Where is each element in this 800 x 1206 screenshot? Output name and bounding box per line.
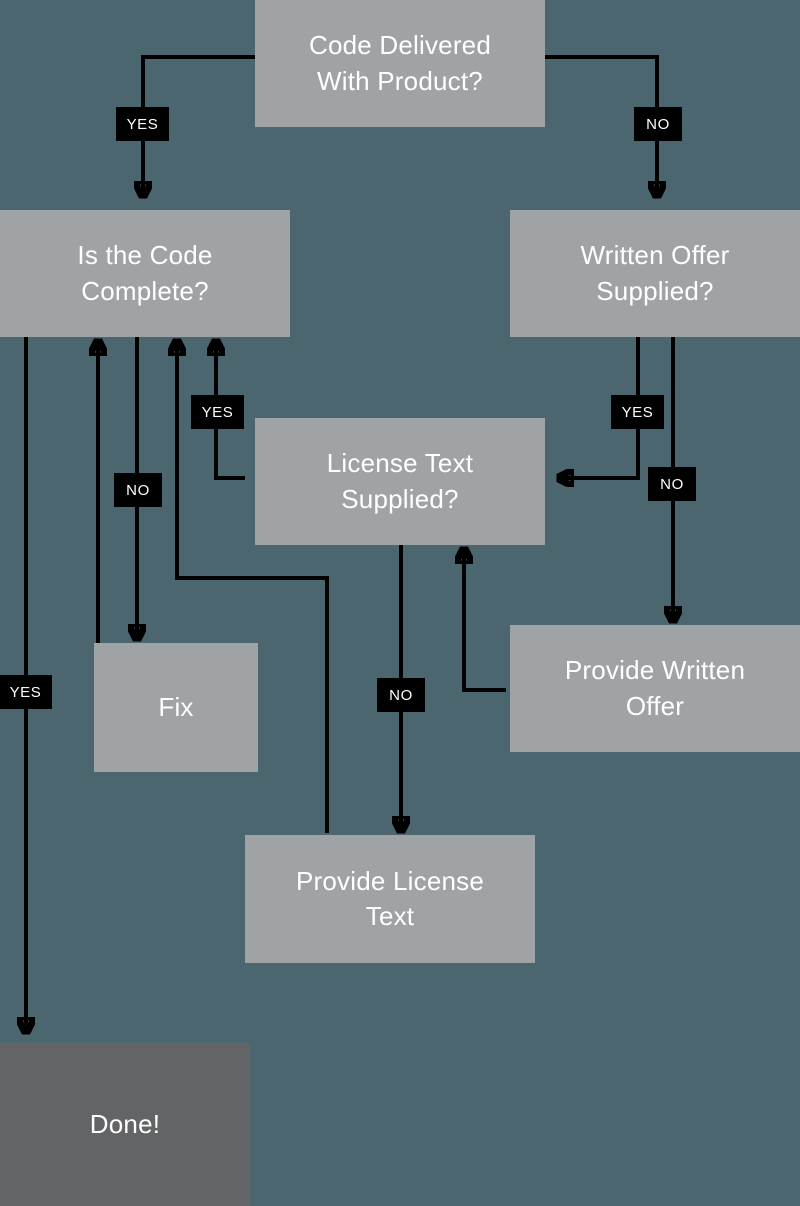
node-code-delivered[interactable]: Code Delivered With Product? xyxy=(255,0,545,127)
edge-label-license-yes: YES xyxy=(191,395,244,429)
edge-label-complete-yes: YES xyxy=(0,675,52,709)
node-license-text[interactable]: License Text Supplied? xyxy=(255,418,545,545)
node-provide-written-offer[interactable]: Provide Written Offer xyxy=(510,625,800,752)
edge-label-delivered-yes: YES xyxy=(116,107,169,141)
edge-label-offer-no: NO xyxy=(648,467,696,501)
node-code-complete[interactable]: Is the Code Complete? xyxy=(0,210,290,337)
node-provide-license-text[interactable]: Provide License Text xyxy=(245,835,535,963)
node-written-offer[interactable]: Written Offer Supplied? xyxy=(510,210,800,337)
edge-provide-offer-return xyxy=(464,549,506,692)
edge-label-complete-no: NO xyxy=(114,473,162,507)
edge-label-offer-yes: YES xyxy=(611,395,664,429)
node-fix[interactable]: Fix xyxy=(94,643,258,772)
edge-label-license-no: NO xyxy=(377,678,425,712)
node-done[interactable]: Done! xyxy=(0,1043,250,1206)
edge-label-delivered-no: NO xyxy=(634,107,682,141)
